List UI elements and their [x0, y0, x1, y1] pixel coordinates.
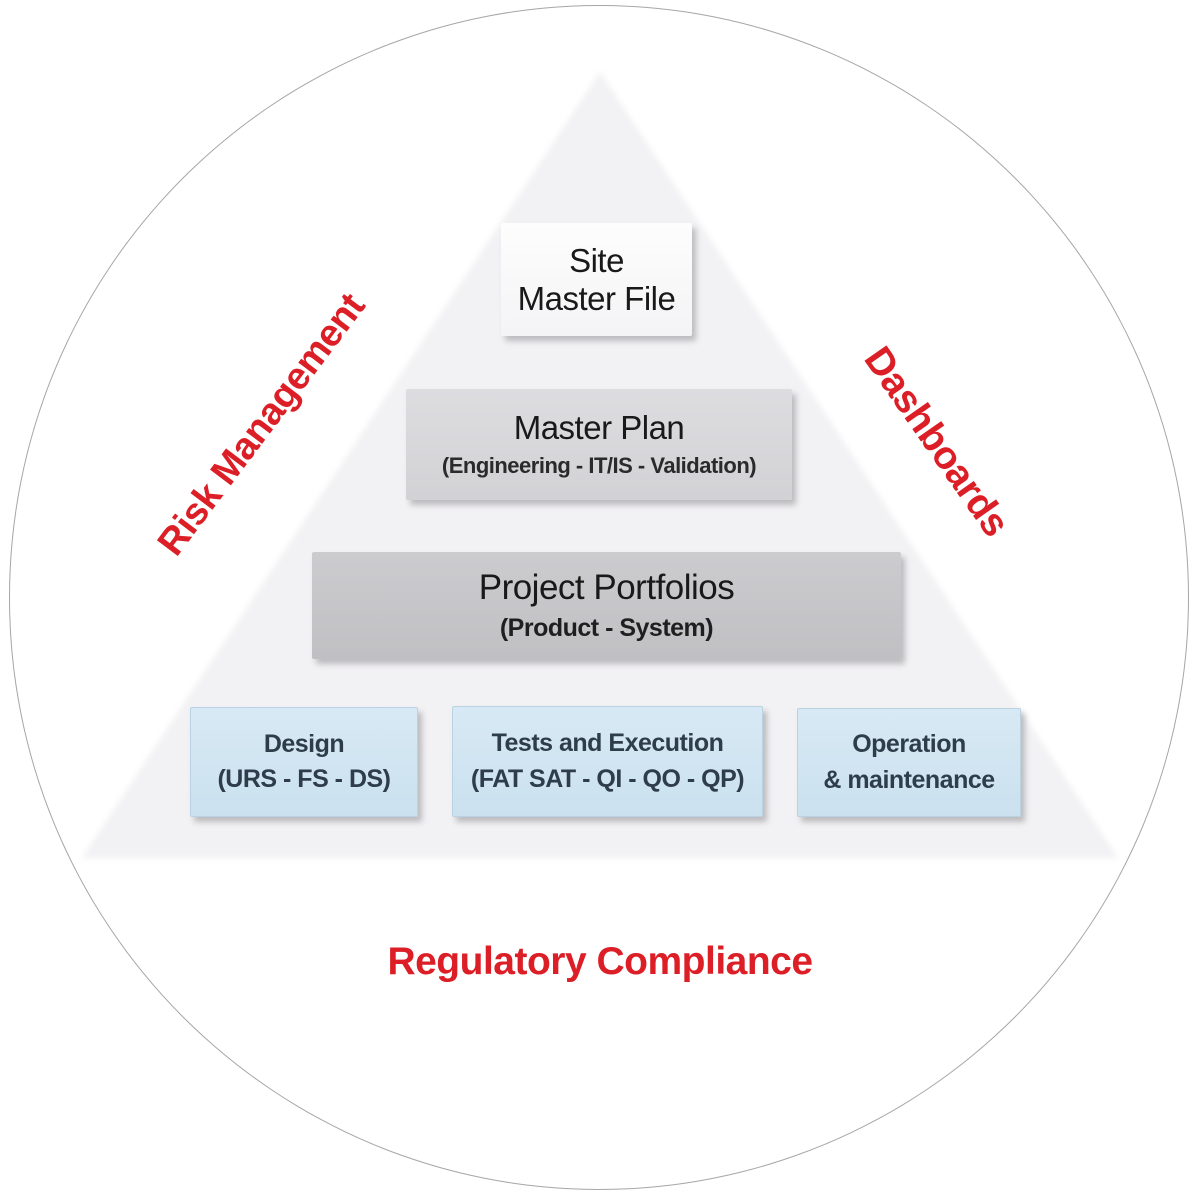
operation-maintenance-line1: Operation [852, 730, 966, 759]
master-plan-title: Master Plan [513, 409, 685, 447]
tests-and-execution-subtitle: (FAT SAT - QI - QO - QP) [470, 764, 745, 793]
level-operation-maintenance: Operation & maintenance [797, 708, 1021, 817]
master-plan-subtitle: (Engineering - IT/IS - Validation) [441, 453, 757, 479]
level-site-master-file: Site Master File [501, 223, 692, 336]
label-regulatory-compliance: Regulatory Compliance [387, 940, 813, 983]
site-master-file-line2: Master File [517, 279, 676, 317]
level-tests-and-execution: Tests and Execution (FAT SAT - QI - QO -… [452, 706, 763, 817]
level-project-portfolios: Project Portfolios (Product - System) [312, 552, 901, 659]
design-subtitle: (URS - FS - DS) [217, 765, 391, 793]
operation-maintenance-line2: & maintenance [823, 765, 995, 794]
tests-and-execution-title: Tests and Execution [491, 729, 724, 758]
site-master-file-line1: Site [569, 241, 624, 279]
level-design: Design (URS - FS - DS) [190, 707, 418, 817]
level-master-plan: Master Plan (Engineering - IT/IS - Valid… [406, 389, 792, 500]
design-title: Design [263, 729, 345, 758]
project-portfolios-subtitle: (Product - System) [499, 614, 714, 643]
project-portfolios-title: Project Portfolios [478, 567, 735, 607]
